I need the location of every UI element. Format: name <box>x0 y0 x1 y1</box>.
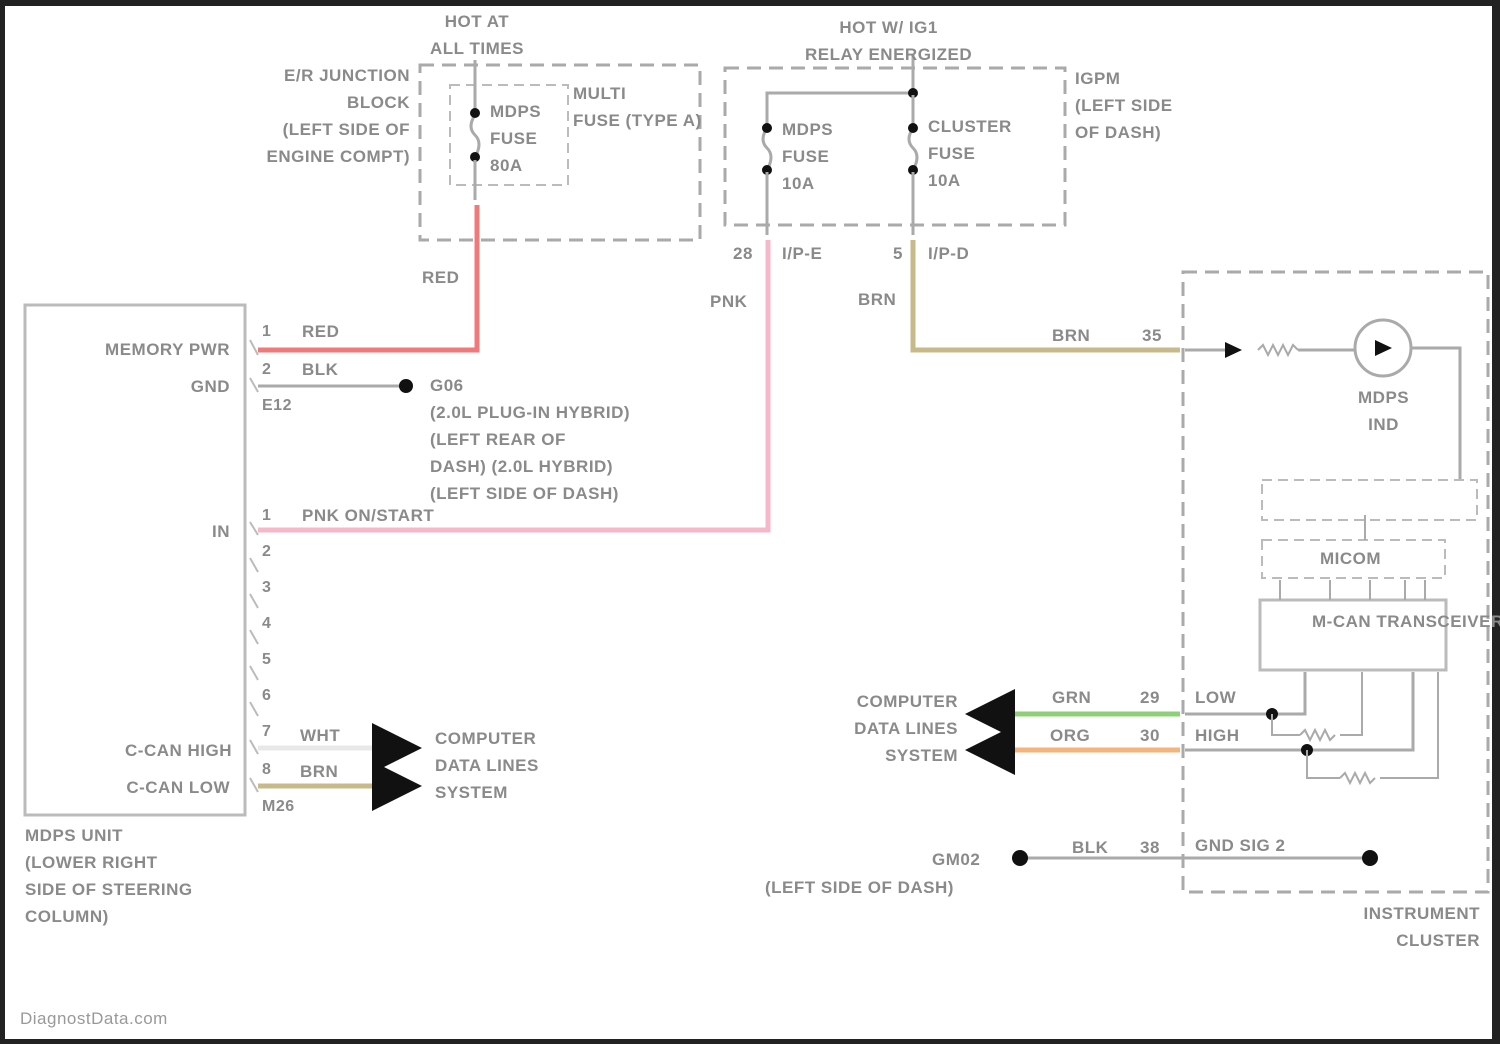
cluster-blk-pin: 38 <box>1140 838 1160 857</box>
ground-gm02-description: (LEFT SIDE OF DASH) <box>765 878 954 897</box>
fuse-80a-symbol <box>469 114 481 158</box>
cluster-high-label: HIGH <box>1195 726 1240 745</box>
pin-memory-pwr-label: MEMORY PWR <box>105 340 230 359</box>
pin-c-can-low-label: C-CAN LOW <box>126 778 230 797</box>
instrument-cluster-outline <box>1181 270 1490 894</box>
cluster-grn-pin: 29 <box>1140 688 1160 707</box>
pin-2-number: 2 <box>262 361 272 378</box>
ground-gm02-label: GM02 <box>932 850 981 869</box>
mdps-unit-name: MDPS UNIT (LOWER RIGHT SIDE OF STEERING … <box>25 826 193 926</box>
connector-m26: M26 <box>262 798 295 815</box>
mdps-ind-label: MDPS IND <box>1358 388 1410 434</box>
connector-e12: E12 <box>262 397 292 414</box>
igpm-label: IGPM (LEFT SIDE OF DASH) <box>1075 69 1173 142</box>
cluster-fuse-10a-label: CLUSTER FUSE 10A <box>928 117 1012 190</box>
pin-7-wire: WHT <box>300 726 341 745</box>
pin-c-can-high-label: C-CAN HIGH <box>125 741 232 760</box>
pin-8-wire: BRN <box>300 762 339 781</box>
wire-brn-label: BRN <box>858 290 897 309</box>
micom-box <box>1261 539 1446 579</box>
wire-pnk-label: PNK <box>710 292 748 311</box>
mcan-transceiver-label: M-CAN TRANSCEIVER <box>1312 612 1500 631</box>
pin-in-wire: PNK ON/START <box>302 506 435 525</box>
ground-g06-label: G06 <box>430 376 464 395</box>
pin-7-number: 7 <box>262 723 272 740</box>
cluster-brn-wire: BRN <box>1052 326 1091 345</box>
connector-ip-e-pin: 28 <box>733 244 753 263</box>
pin-in-number: 1 <box>262 507 272 524</box>
pin-2-wire: BLK <box>302 360 339 379</box>
pin-8-number: 8 <box>262 761 272 778</box>
pin-4-number: 4 <box>262 615 272 632</box>
ground-g06-description: (2.0L PLUG-IN HYBRID) (LEFT REAR OF DASH… <box>430 403 631 503</box>
cluster-gnd-label: GND SIG 2 <box>1195 836 1286 855</box>
connector-ip-d: I/P-D <box>928 244 970 263</box>
computer-data-lines-right: COMPUTER DATA LINES SYSTEM <box>854 692 958 765</box>
cluster-org-pin: 30 <box>1140 726 1160 745</box>
pin-gnd-label: GND <box>190 377 230 396</box>
multi-fuse-outline <box>449 84 569 186</box>
pin-1-wire: RED <box>302 322 340 341</box>
mdps-fuse-80a-label: MDPS FUSE 80A <box>490 102 542 175</box>
hot-at-all-times-label: HOT AT ALL TIMES <box>430 12 524 58</box>
wire-red-label: RED <box>422 268 460 287</box>
watermark: DiagnostData.com <box>20 1009 168 1028</box>
connector-ip-e: I/P-E <box>782 244 823 263</box>
pin-in-label: IN <box>212 522 230 541</box>
pin-1-number: 1 <box>262 323 272 340</box>
cluster-blk-wire: BLK <box>1072 838 1109 857</box>
computer-data-lines-left: COMPUTER DATA LINES SYSTEM <box>435 729 539 802</box>
cluster-grn-wire: GRN <box>1052 688 1092 707</box>
wire-red <box>258 205 480 353</box>
wire-pink <box>258 240 771 533</box>
mdps-unit-box <box>23 303 247 817</box>
connector-ip-d-pin: 5 <box>893 244 903 263</box>
multi-fuse-label: MULTI FUSE (TYPE A) <box>573 84 702 130</box>
er-junction-block-outline <box>418 63 702 242</box>
hot-relay-label: HOT W/ IG1 RELAY ENERGIZED <box>805 18 973 64</box>
instrument-cluster-name: INSTRUMENT CLUSTER <box>1363 904 1480 950</box>
pin-3-number: 3 <box>262 579 272 596</box>
micom-label: MICOM <box>1320 549 1382 568</box>
cluster-low-label: LOW <box>1195 688 1237 707</box>
pin-2-number-m: 2 <box>262 543 272 560</box>
cluster-brn-pin: 35 <box>1142 326 1162 345</box>
pin-5-number: 5 <box>262 651 272 668</box>
wire-brown <box>910 240 1180 353</box>
igpm-outline <box>723 66 1067 227</box>
cluster-org-wire: ORG <box>1050 726 1091 745</box>
er-junction-block-label: E/R JUNCTION BLOCK (LEFT SIDE OF ENGINE … <box>266 66 410 166</box>
pin-6-number: 6 <box>262 687 272 704</box>
mcan-transceiver-box <box>1258 598 1448 672</box>
mdps-fuse-10a-label: MDPS FUSE 10A <box>782 120 834 193</box>
